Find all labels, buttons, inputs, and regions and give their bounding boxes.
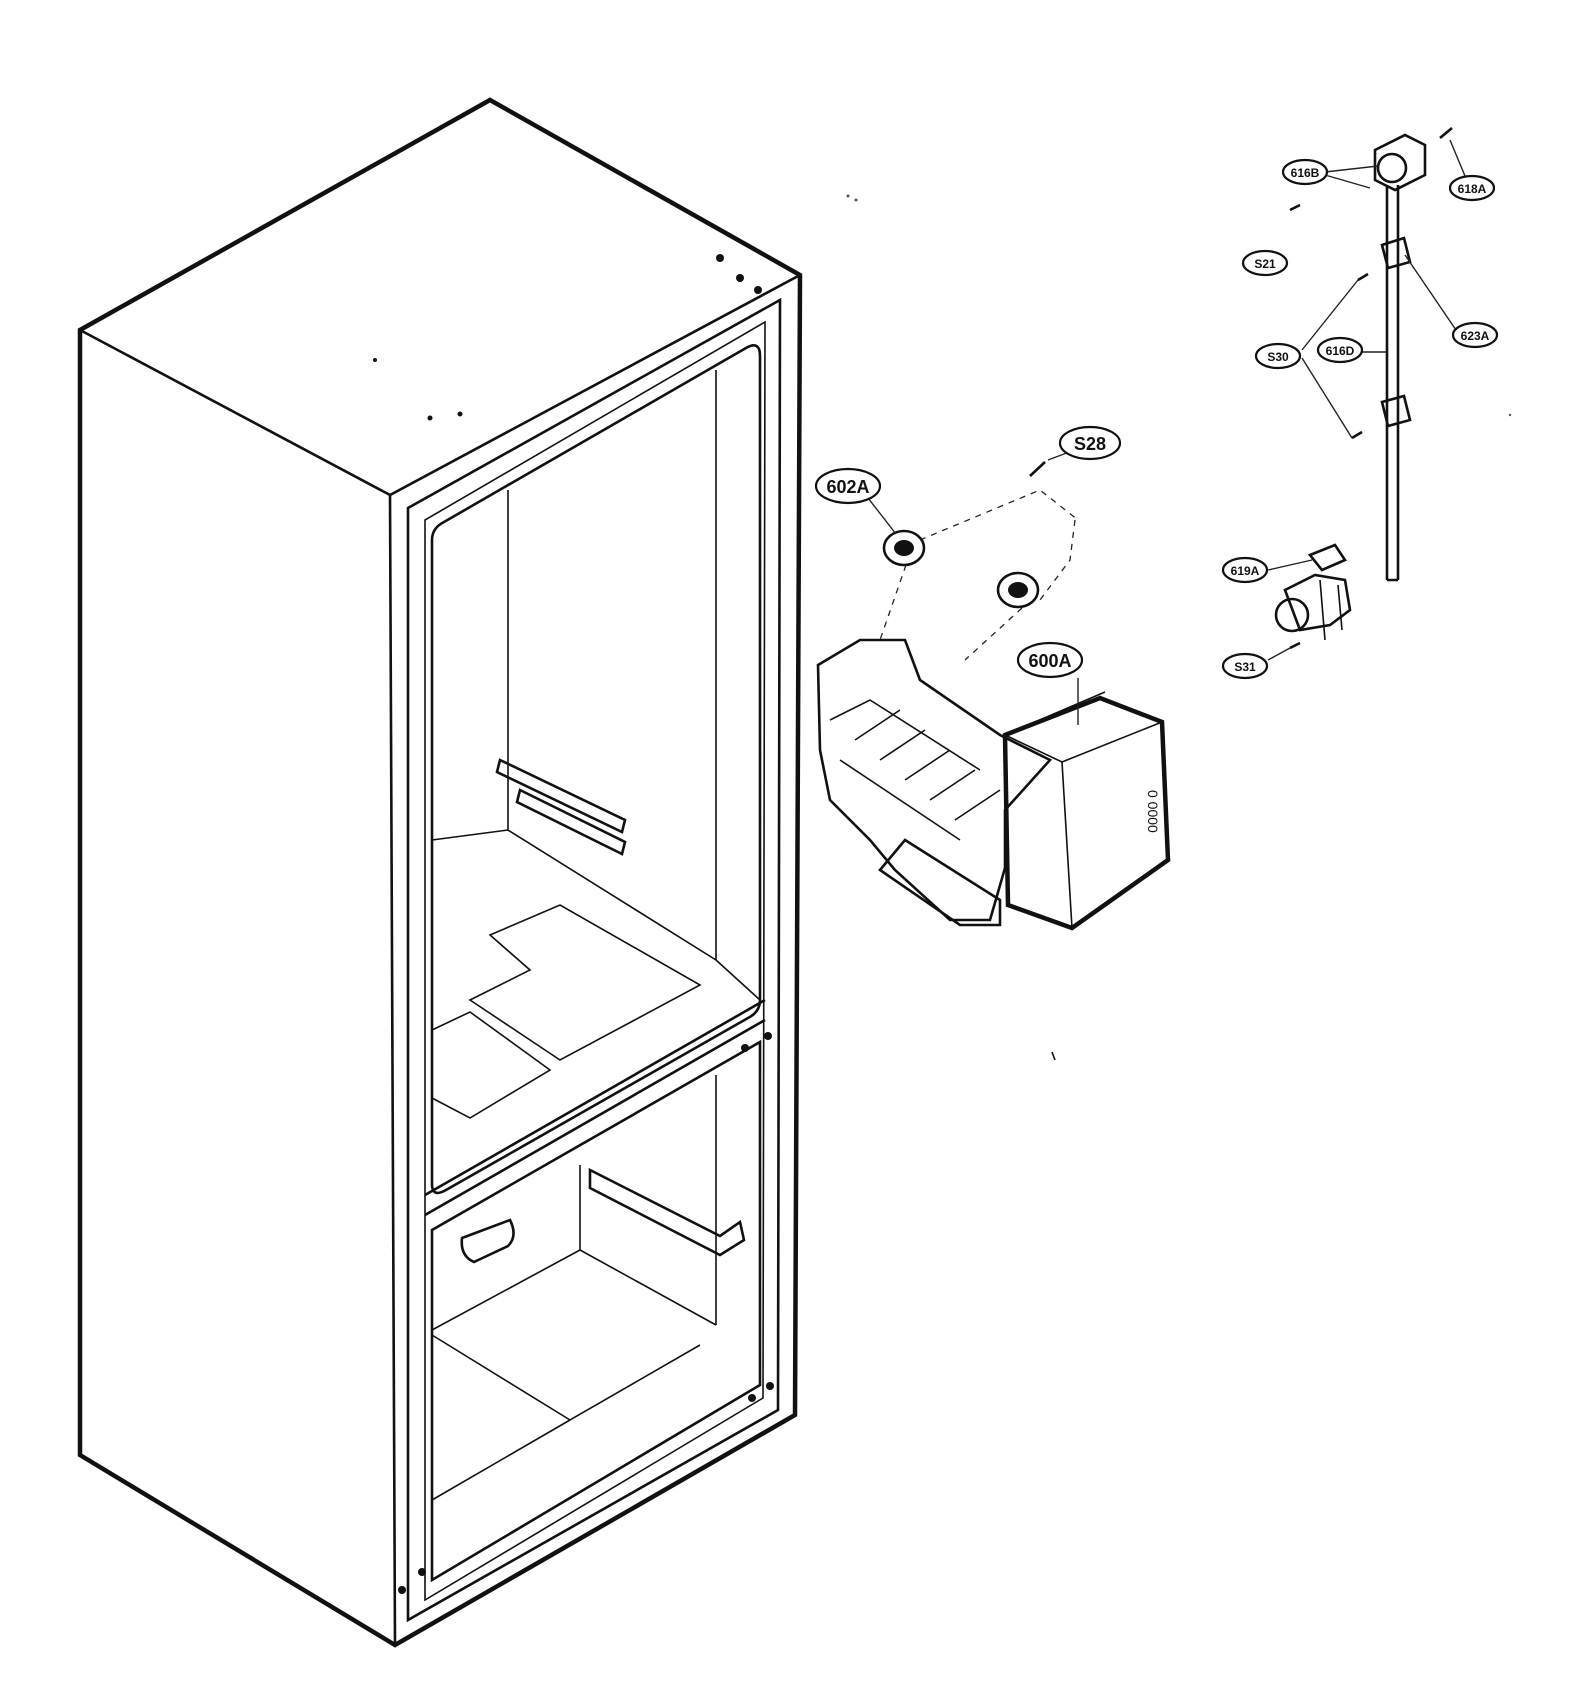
callout-623a: 623A: [1451, 321, 1499, 349]
svg-text:623A: 623A: [1461, 329, 1490, 343]
callout-618a: 618A: [1448, 174, 1496, 202]
fresh-food-floor: [431, 829, 761, 1001]
shelf-rail-upper: [495, 758, 627, 834]
ice-maker-assembly: 0 0000: [816, 461, 1171, 931]
cabinet-top-front-edge: [79, 273, 801, 497]
frame-screw: [764, 1032, 772, 1040]
top-mark: [373, 358, 377, 362]
svg-text:616D: 616D: [1326, 344, 1355, 358]
water-valve-bracket: [1319, 579, 1343, 641]
top-mark: [457, 411, 463, 417]
callout-619a: 619A: [1221, 556, 1269, 584]
svg-text:S31: S31: [1234, 660, 1256, 674]
water-valve-connector: [1307, 543, 1347, 572]
cabinet-front-left-edge: [388, 494, 397, 1646]
fresh-food-back-wall: [507, 370, 717, 961]
frame-screw: [766, 1382, 774, 1390]
refrigerator-cabinet: [77, 97, 803, 1648]
compartment-divider: [424, 998, 766, 1217]
control-housing-top: [1034, 691, 1106, 723]
shelf-rail-lower: [515, 788, 627, 856]
callout-616b: 616B: [1281, 158, 1329, 186]
grommet-602a-second: [996, 571, 1040, 609]
ice-mold-tray: [816, 638, 1053, 922]
freezer-opening: [430, 1039, 762, 1583]
top-mark: [427, 415, 433, 421]
callout-600a: 600A: [1016, 641, 1084, 679]
frame-screw: [748, 1394, 756, 1402]
frame-screw: [736, 274, 744, 282]
ice-ejector-base: [878, 838, 1002, 927]
grommet-602a: [882, 529, 926, 567]
ice-mold-edge: [829, 699, 981, 841]
stray-marks: [846, 194, 1512, 1061]
svg-text:S28: S28: [1074, 434, 1106, 454]
screw-s30-a: [1357, 272, 1369, 282]
screw-s30-b: [1351, 430, 1363, 440]
svg-text:S21: S21: [1254, 257, 1276, 271]
callout-s28: S28: [1058, 425, 1122, 461]
control-housing: [1002, 695, 1171, 931]
control-housing-edges: [1004, 721, 1163, 929]
ice-mold-ribs: [854, 709, 1001, 821]
fill-tube-fitting: [1376, 152, 1408, 184]
freezer-back: [431, 1075, 717, 1331]
frame-screw: [754, 286, 762, 294]
fill-tube-assembly: [1289, 127, 1453, 582]
screw-s31: [1289, 641, 1301, 650]
callout-s21: S21: [1241, 249, 1289, 277]
cabinet-outline: [77, 97, 803, 1648]
svg-text:616B: 616B: [1291, 166, 1320, 180]
floor-panel-front: [431, 1011, 552, 1119]
svg-text:S30: S30: [1267, 350, 1289, 364]
housing-marking: 0 0000: [1145, 790, 1161, 833]
freezer-floor: [431, 1334, 701, 1501]
callout-602a: 602A: [814, 467, 882, 505]
frame-screw: [398, 1586, 406, 1594]
water-valve-coil: [1274, 597, 1310, 633]
svg-text:618A: 618A: [1458, 182, 1487, 196]
front-frame-inner: [424, 320, 766, 1602]
screw-s28: [1029, 461, 1046, 477]
svg-text:619A: 619A: [1231, 564, 1260, 578]
water-valve-assembly: [1274, 543, 1352, 650]
front-frame-outer: [406, 297, 782, 1623]
frame-screw: [716, 254, 724, 262]
svg-text:602A: 602A: [826, 477, 869, 497]
floor-panel-rear: [468, 904, 702, 1061]
freezer-bracket: [460, 1218, 515, 1264]
alignment-lines: [879, 489, 1079, 661]
fill-tube-bracket: [1373, 133, 1427, 192]
tube-clamp-lower: [1380, 394, 1412, 428]
frame-screw: [741, 1044, 749, 1052]
freezer-shelf: [588, 1167, 746, 1257]
callout-616d: 616D: [1316, 336, 1364, 364]
svg-text:600A: 600A: [1028, 651, 1071, 671]
fresh-food-opening: [430, 344, 762, 1195]
fill-tube-616d: [1385, 185, 1400, 582]
leader-lines: [867, 139, 1466, 725]
screw-s21: [1289, 203, 1301, 212]
callout-s30: S30: [1254, 342, 1302, 370]
frame-screw: [418, 1568, 426, 1576]
screw-618a: [1439, 127, 1453, 139]
callout-s31: S31: [1221, 652, 1269, 680]
